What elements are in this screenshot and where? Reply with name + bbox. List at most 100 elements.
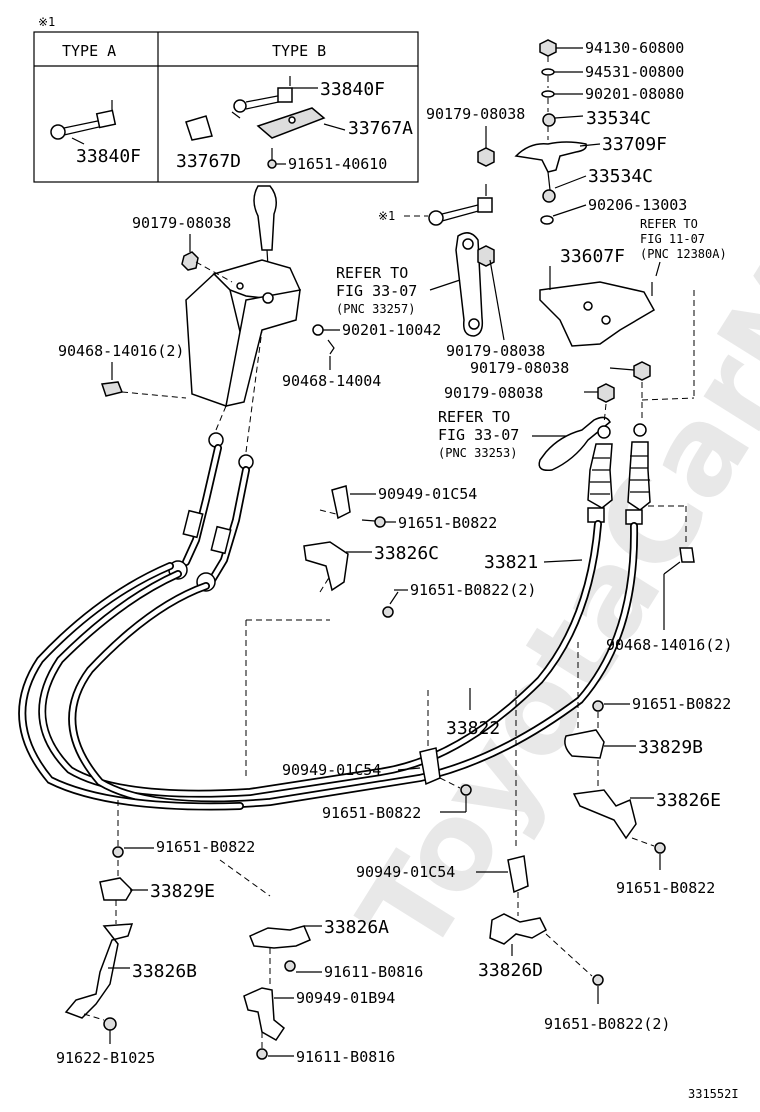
- label-91651-b0822-left: 91651-B0822: [156, 838, 255, 856]
- nut-90179-right-a: [633, 361, 651, 381]
- clamp-90949-01c54-upper: [331, 485, 351, 520]
- clip-90468-left: [100, 381, 124, 397]
- label-90201-10042: 90201-10042: [342, 321, 441, 339]
- bolt-91611-upper: [284, 960, 296, 972]
- bracket-33826c: [303, 541, 349, 592]
- type-b-part-33840f: 33840F: [320, 79, 385, 100]
- label-90179-08038-mid: 90179-08038: [446, 342, 545, 360]
- bolt-91622: [103, 1017, 117, 1031]
- refer-fig-33-07-b-line3: (PNC 33253): [438, 446, 517, 460]
- bracket-33826d: [489, 913, 547, 945]
- nut-90179-lever: [181, 251, 199, 271]
- label-33534c-lower: 33534C: [588, 166, 653, 187]
- label-33826e: 33826E: [656, 790, 721, 811]
- inset-frame: [33, 31, 419, 183]
- bolt-91651-right-top: [592, 700, 604, 712]
- label-33607f: 33607F: [560, 246, 625, 267]
- bracket-33826b: [64, 923, 134, 1019]
- cable-boot-33821: [587, 425, 613, 523]
- bolt-91651-upper: [374, 516, 386, 528]
- label-33821: 33821: [484, 552, 538, 573]
- label-94130-60800: 94130-60800: [585, 39, 684, 57]
- label-91611-b0816-lower: 91611-B0816: [296, 1048, 395, 1066]
- clamp-33829b: [564, 729, 605, 759]
- refer-fig-11-07-line2: FIG 11-07: [640, 232, 705, 246]
- label-91651-b0822-2-lower: 91651-B0822(2): [544, 1015, 670, 1033]
- refer-fig-11-07-line1: REFER TO: [640, 217, 698, 231]
- label-91651-b0822-mid: 91651-B0822: [322, 804, 421, 822]
- type-a-rod-drawing: [50, 100, 117, 145]
- type-b-part-91651-40610: 91651-40610: [288, 155, 387, 173]
- label-90201-08080: 90201-08080: [585, 85, 684, 103]
- bracket-33607f: [539, 266, 656, 347]
- clamp-33829e: [99, 877, 133, 901]
- nut-90179-top: [477, 126, 495, 167]
- label-33826b: 33826B: [132, 961, 197, 982]
- label-90179-08038-lever: 90179-08038: [132, 214, 231, 232]
- label-90468-14004: 90468-14004: [282, 372, 381, 390]
- label-33829b: 33829B: [638, 737, 703, 758]
- type-b-drawing: [185, 76, 326, 169]
- bolt-91651-mid: [460, 784, 472, 796]
- label-91611-b0816-upper: 91611-B0816: [324, 963, 423, 981]
- label-90468-14016-right: 90468-14016(2): [606, 636, 732, 654]
- label-90949-01c54-mid: 90949-01C54: [282, 761, 381, 779]
- clip-90468-14004: [327, 339, 335, 355]
- nut-90179-right-b: [597, 383, 615, 403]
- cables: [18, 444, 639, 811]
- label-90179-08038-right-b: 90179-08038: [444, 384, 543, 402]
- label-33826a: 33826A: [324, 917, 389, 938]
- bolt-91651-33826c: [382, 606, 394, 618]
- bolt-91651-lower-right: [592, 974, 604, 986]
- label-91651-b0822-right-bottom: 91651-B0822: [616, 879, 715, 897]
- inset-marker: ※1: [38, 15, 55, 29]
- type-a-part-33840f: 33840F: [76, 146, 141, 167]
- linkage-rod-1: ※1: [378, 184, 493, 226]
- refer-fig-33-07-a-line2: FIG 33-07: [336, 282, 417, 300]
- bolt-91651-right-bottom: [654, 842, 666, 854]
- label-33829e: 33829E: [150, 881, 215, 902]
- label-90949-01b94: 90949-01B94: [296, 989, 395, 1007]
- bolt-91611-lower: [256, 1048, 268, 1060]
- cable-boot-33822: [625, 423, 651, 525]
- diagram-id: 331552I: [688, 1087, 739, 1101]
- label-33826c: 33826C: [374, 543, 439, 564]
- label-90179-08038-top: 90179-08038: [426, 105, 525, 123]
- label-90468-14016-left: 90468-14016(2): [58, 342, 184, 360]
- label-90206-13003: 90206-13003: [588, 196, 687, 214]
- label-33709f: 33709F: [602, 134, 667, 155]
- type-a-header: TYPE A: [62, 42, 116, 60]
- label-90179-08038-right-a: 90179-08038: [470, 359, 569, 377]
- bolt-91651-left: [112, 846, 124, 858]
- clip-90468-right: [679, 547, 695, 563]
- refer-fig-33-07-a-line1: REFER TO: [336, 264, 408, 282]
- bracket-33826e: [572, 789, 637, 840]
- refer-fig-33-07-a-line3: (PNC 33257): [336, 302, 415, 316]
- bracket-33826a: [249, 925, 311, 949]
- refer-fig-33-07-b-line1: REFER TO: [438, 408, 510, 426]
- clamp-90949-01c54-lower: [507, 855, 529, 894]
- label-91651-b0822-right-top: 91651-B0822: [632, 695, 731, 713]
- marker-1-label: ※1: [378, 209, 395, 223]
- label-33534c-top: 33534C: [586, 108, 651, 129]
- top-right-stack: [514, 39, 601, 225]
- clamp-90949-01b94: [243, 987, 286, 1041]
- label-91622-b1025: 91622-B1025: [56, 1049, 155, 1067]
- label-90949-01c54-lower: 90949-01C54: [356, 863, 455, 881]
- label-90949-01c54-upper: 90949-01C54: [378, 485, 477, 503]
- label-33826d: 33826D: [478, 960, 543, 981]
- type-b-part-33767a: 33767A: [348, 118, 413, 139]
- label-91651-b0822-upper: 91651-B0822: [398, 514, 497, 532]
- type-b-part-33767d: 33767D: [176, 151, 241, 172]
- cable-lever-ends: [208, 329, 263, 470]
- type-b-header: TYPE B: [272, 42, 326, 60]
- refer-fig-11-07-line3: (PNC 12380A): [640, 247, 727, 261]
- label-33822: 33822: [446, 718, 500, 739]
- label-94531-00800: 94531-00800: [585, 63, 684, 81]
- shift-lever-assembly: [185, 185, 301, 407]
- refer-fig-33-07-b-line2: FIG 33-07: [438, 426, 519, 444]
- label-91651-b0822-2-upper: 91651-B0822(2): [410, 581, 536, 599]
- selector-lever-arm: [455, 232, 505, 341]
- inset-table: ※1 TYPE A TYPE B 33840F: [33, 15, 419, 183]
